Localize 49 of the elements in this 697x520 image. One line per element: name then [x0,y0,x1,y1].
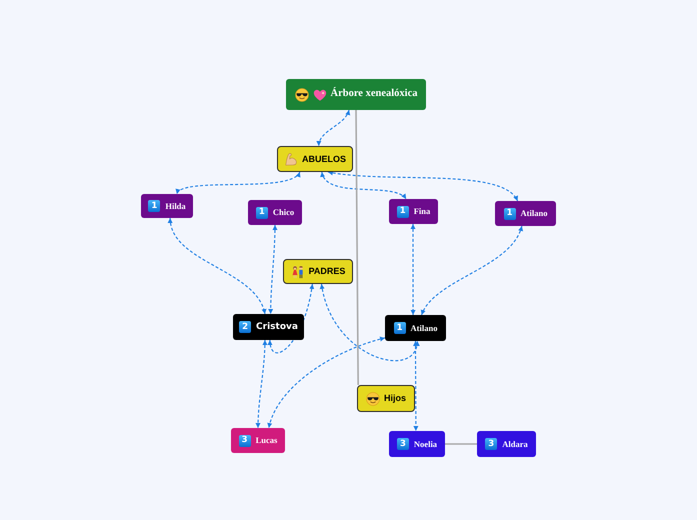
person-box [477,431,536,457]
node-label: Chico [272,208,294,217]
keycap-number: 1 [256,206,268,218]
person-box [389,199,438,224]
dashed-arrow [168,218,266,314]
person-box [389,431,445,457]
person-box [233,314,304,340]
node-label: Cristova [256,322,298,332]
connector-line [445,443,477,445]
dashed-arrow [268,225,278,314]
node-label: PADRES [308,267,346,276]
keycap-number: 3 [238,434,251,446]
dashed-arrow [176,172,300,194]
dashed-arrow [268,336,386,428]
keycap-number: 3 [396,438,409,450]
dashed-arrow [328,170,518,202]
group-topic-box [277,146,353,172]
node-label: Noelia [414,440,438,448]
dashed-arrow [421,226,522,316]
node-label: Atilano [520,209,548,218]
keycap-number: 1 [394,322,406,334]
node-label: Fina [414,207,430,216]
dashed-arrow [321,172,407,200]
person-box [141,194,193,218]
node-label: Atilano [410,324,438,332]
node-label: ABUELOS [302,154,346,164]
keycap-number: 1 [504,208,516,220]
node-label: Lucas [256,436,278,445]
node-label: Árbore xenealóxica [330,89,418,100]
connector-line [355,110,359,385]
dashed-arrow [410,224,416,315]
person-box [231,428,285,453]
group-topic-box [283,259,353,284]
node-label: Aldara [502,440,528,448]
dashed-arrow [317,110,350,146]
node-label: Hijos [384,394,406,403]
dashed-arrow [413,341,418,431]
dashed-arrow [256,340,268,428]
person-box [495,201,556,226]
dashed-arrow [320,284,419,362]
keycap-number: 3 [485,438,498,450]
keycap-number: 1 [396,206,409,218]
central-topic-box [286,79,426,110]
keycap-number: 1 [148,200,160,212]
person-box [248,200,302,225]
node-label: Hilda [165,202,186,210]
person-box [385,315,446,341]
group-topic-box [357,385,415,412]
keycap-number: 2 [239,321,252,333]
